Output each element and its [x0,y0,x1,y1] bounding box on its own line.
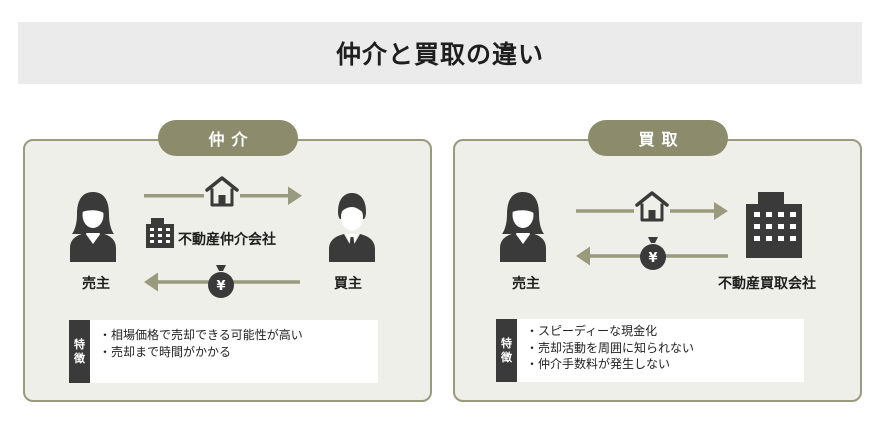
feature-tag: 特 徴 [496,319,517,382]
brokerage-buyer-label: 買主 [334,276,362,292]
person-female-icon [500,192,546,262]
money-bag-icon: ¥ [640,237,666,270]
list-item: ・相場価格で売却できる可能性が高い [99,328,303,342]
page-title: 仲介と買取の違い [335,40,544,69]
house-icon [634,190,670,223]
purchase-seller-label: 売主 [512,276,540,292]
purchase-company-label: 不動産買取会社 [718,276,816,292]
house-icon [204,175,240,208]
person-male-icon [329,193,375,262]
building-icon [146,218,174,248]
brokerage-company-label: 不動産仲介会社 [178,232,276,248]
feature-list: ・相場価格で売却できる可能性が高い ・売却まで時間がかかる [99,327,303,360]
person-female-icon [70,192,116,262]
title-bar: 仲介と買取の違い [18,22,862,84]
list-item: ・仲介手数料が発生しない [526,357,671,371]
brokerage-label-pill: 仲介 [158,120,298,156]
list-item: ・売却活動を周囲に知られない [526,340,695,355]
purchase-feature-box: 特 徴 ・スピーディーな現金化 ・売却活動を周囲に知られない ・仲介手数料が発生… [496,319,804,382]
list-item: ・スピーディーな現金化 [526,324,658,338]
feature-tag: 特 徴 [69,320,90,383]
brokerage-seller-label: 売主 [82,276,110,292]
feature-list: ・スピーディーな現金化 ・売却活動を周囲に知られない ・仲介手数料が発生しない [526,323,694,373]
brokerage-label: 仲介 [208,130,255,149]
yen-symbol: ¥ [648,251,657,266]
building-icon [746,192,802,258]
purchase-label-pill: 買取 [588,120,728,156]
list-item: ・売却まで時間がかかる [99,344,232,359]
money-bag-icon: ¥ [208,265,234,298]
brokerage-feature-box: 特 徴 ・相場価格で売却できる可能性が高い ・売却まで時間がかかる [69,320,378,383]
purchase-label: 買取 [638,130,685,149]
yen-symbol: ¥ [216,279,225,294]
